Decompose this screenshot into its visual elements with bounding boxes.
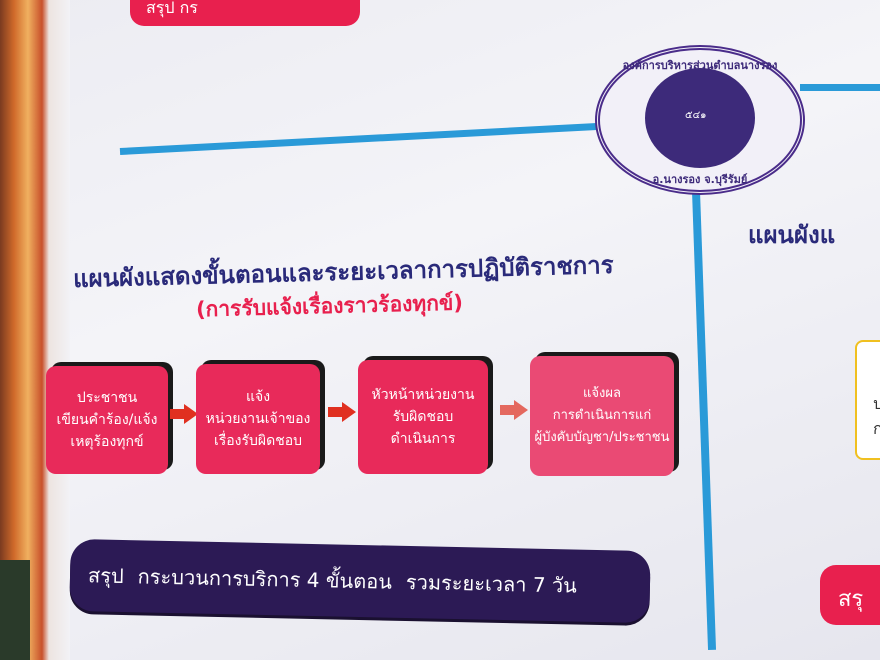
step-line: ดำเนินการ <box>390 431 456 447</box>
step-3: หัวหน้าหน่วยงาน รับผิดชอบ ดำเนินการ <box>358 360 488 474</box>
top-summary-banner: สรุป กร <box>130 0 360 26</box>
step-line: แจ้ง <box>245 389 271 405</box>
blue-divider-line <box>119 122 600 155</box>
step-4: แจ้งผล การดำเนินการแก่ ผู้บังคับบัญชา/ปร… <box>530 356 674 476</box>
step-1: ประชาชน เขียนคำร้อง/แจ้ง เหตุร้องทุกข์ <box>46 366 168 474</box>
arrow-icon <box>170 404 198 424</box>
step-line: ประชาชน <box>76 390 138 406</box>
step-line: เรื่องรับผิดชอบ <box>213 433 303 449</box>
step-line: เหตุร้องทุกข์ <box>70 434 144 450</box>
seal-top-text: องค์การบริหารส่วนตำบลนางรอง <box>622 59 778 72</box>
summary-label: สรุป <box>87 563 124 589</box>
seal-emblem: ๕๔๑ <box>645 68 755 168</box>
blue-vertical-line <box>691 190 717 650</box>
step-line: รับผิดชอบ <box>392 409 454 425</box>
blue-divider-line-right <box>800 84 880 91</box>
dark-corner <box>0 560 30 660</box>
arrow-icon <box>328 402 356 422</box>
seal-number: ๕๔๑ <box>685 110 707 121</box>
step-line: หัวหน้าหน่วยงาน <box>371 387 475 403</box>
summary-process: กระบวนการบริการ 4 ขั้นตอน <box>137 564 393 594</box>
step-2: แจ้ง หน่วยงานเจ้าของ เรื่องรับผิดชอบ <box>196 364 320 474</box>
page-subtitle: (การรับแจ้งเรื่องราวร้องทุกข์) <box>195 290 464 322</box>
summary-duration: รวมระยะเวลา 7 วัน <box>405 569 578 598</box>
right-step-fragment: ป ก <box>855 340 880 460</box>
right-title-fragment: แผนผังแ <box>748 221 836 249</box>
step-line: ผู้บังคับบัญชา/ประชาชน <box>534 430 670 445</box>
summary-banner: สรุป กระบวนการบริการ 4 ขั้นตอน รวมระยะเว… <box>69 538 651 624</box>
step-line: การดำเนินการแก่ <box>552 408 652 423</box>
decorative-border <box>0 0 70 660</box>
top-summary-text: สรุป กร <box>146 0 198 17</box>
right-summary-fragment: สรุ <box>820 565 880 625</box>
right-summary-text: สรุ <box>838 587 864 612</box>
step-line: หน่วยงานเจ้าของ <box>205 411 311 427</box>
step-line: แจ้งผล <box>583 386 621 401</box>
organization-seal: องค์การบริหารส่วนตำบลนางรอง ๕๔๑ อ.นางรอง… <box>595 45 805 195</box>
right-step-text: ป ก <box>873 394 880 438</box>
step-line: เขียนคำร้อง/แจ้ง <box>56 412 158 428</box>
seal-bottom-text: อ.นางรอง จ.บุรีรัมย์ <box>652 173 748 186</box>
arrow-icon <box>500 400 528 420</box>
